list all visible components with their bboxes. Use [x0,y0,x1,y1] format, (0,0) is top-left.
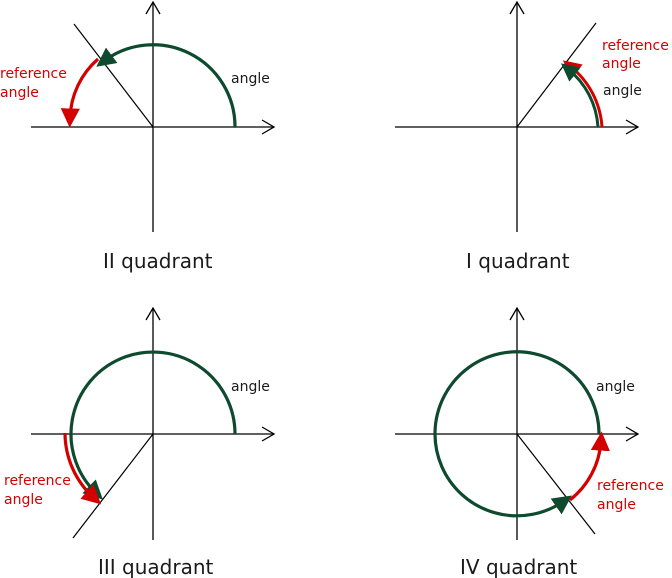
x-axis-arrow-icon [625,119,640,135]
axes [31,0,276,232]
reference-label-line2: angle [4,492,43,508]
reference-label-line2: angle [0,85,39,101]
reference-label-line1: reference [602,38,669,54]
panel-caption: III quadrant [98,555,214,578]
x-axis-arrow-icon [261,426,276,442]
angle-label: angle [231,71,270,87]
panel-caption: IV quadrant [460,555,577,578]
terminal-side [516,22,597,128]
terminal-side [73,23,154,128]
angle-arc [69,350,237,500]
y-axis-arrow-icon [145,306,161,321]
panel-i-quadrant: reference angle angle I quadrant [395,0,669,273]
angle-arc [560,63,600,128]
panel-iv-quadrant: angle reference angle IV quadrant [395,306,664,578]
panel-caption: I quadrant [466,249,570,273]
reference-label-line1: reference [0,66,67,82]
terminal-side [72,433,154,539]
reference-angle-arc [569,431,610,502]
terminal-side [516,433,596,535]
angle-label: angle [596,379,635,395]
reference-angle-arc [63,432,102,505]
angle-arc [433,350,601,518]
axes [31,306,276,540]
reference-angle-arc [60,57,100,128]
panel-iii-quadrant: angle reference angle III quadrant [4,306,276,578]
angle-arc [96,43,237,128]
x-axis-arrow-icon [625,426,640,442]
reference-label-line1: reference [4,473,71,489]
y-axis-arrow-icon [509,0,525,15]
panel-caption: II quadrant [103,249,213,273]
x-axis-arrow-icon [261,119,276,135]
angle-label: angle [603,83,642,99]
reference-label-line1: reference [597,478,664,494]
y-axis-arrow-icon [145,0,161,15]
panel-ii-quadrant: angle reference angle II quadrant [0,0,276,273]
reference-label-line2: angle [597,497,636,513]
y-axis-arrow-icon [509,306,525,321]
angle-label: angle [231,379,270,395]
reference-label-line2: angle [602,56,641,72]
